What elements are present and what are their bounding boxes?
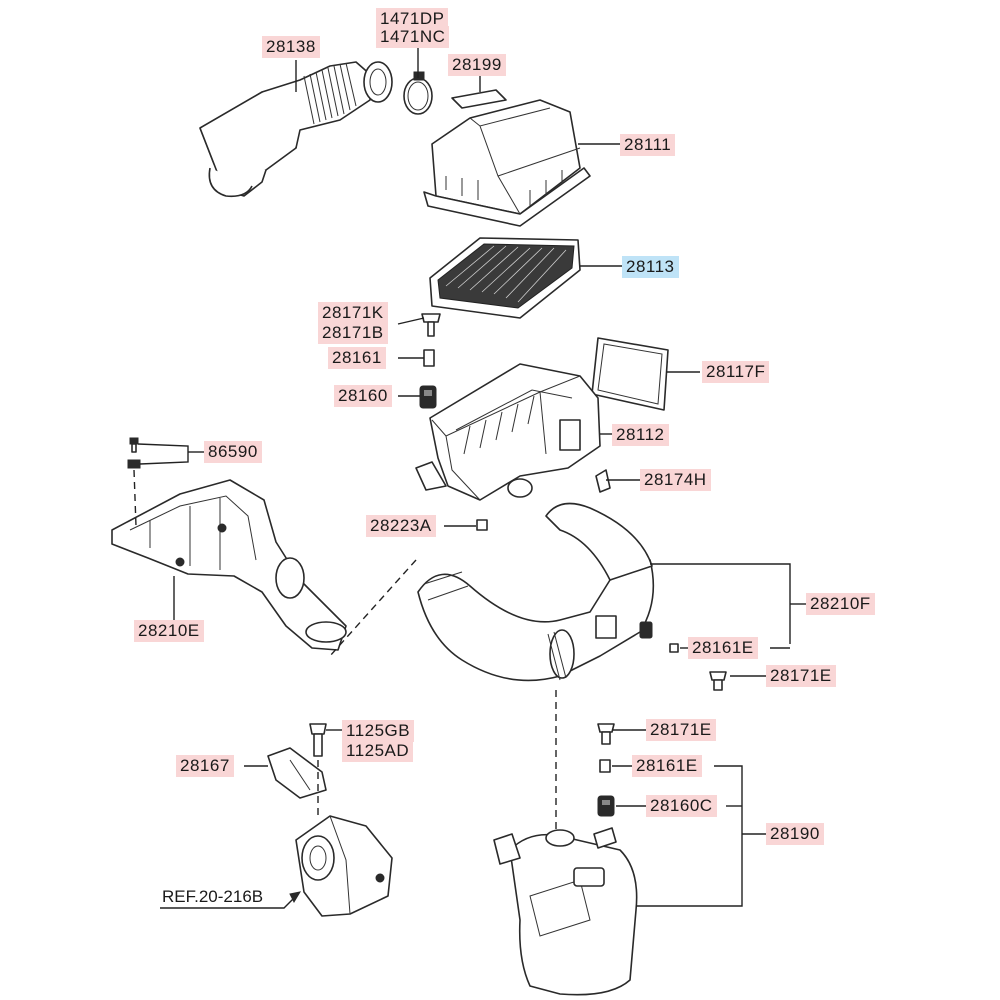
part-label-28138[interactable]: 28138	[262, 36, 320, 58]
reference-label[interactable]: REF.20-216B	[162, 887, 264, 906]
part-label-28113[interactable]: 28113	[622, 256, 679, 278]
part-label-28161E-lower[interactable]: 28161E	[632, 755, 702, 777]
part-label-28210E[interactable]: 28210E	[134, 620, 204, 642]
part-label-1125AD[interactable]: 1125AD	[342, 740, 414, 762]
intake-duct-28138[interactable]	[199, 61, 393, 198]
clip-28174H[interactable]	[595, 469, 611, 493]
hose-clamp-1471[interactable]	[403, 71, 433, 115]
part-label-28210F[interactable]: 28210F	[806, 593, 875, 615]
part-label-28111[interactable]: 28111	[620, 134, 676, 156]
bolt-28171E-hose[interactable]	[709, 671, 727, 691]
bolt-28171K[interactable]	[421, 313, 441, 337]
part-label-28223A[interactable]: 28223A	[366, 515, 436, 537]
collar-28161[interactable]	[423, 349, 435, 367]
air-cleaner-cover-28111[interactable]	[423, 99, 591, 227]
grommet-28160C[interactable]	[597, 795, 615, 817]
part-label-1125GB[interactable]: 1125GB	[342, 720, 415, 742]
gasket-28117F[interactable]	[591, 337, 669, 411]
part-label-28174H[interactable]: 28174H	[640, 469, 711, 491]
part-label-28160[interactable]: 28160	[334, 385, 392, 407]
part-label-28112[interactable]: 28112	[612, 424, 669, 446]
part-label-28171E-lower[interactable]: 28171E	[646, 719, 716, 741]
part-label-28171E-hose[interactable]: 28171E	[766, 665, 836, 687]
leader-lines	[133, 42, 806, 909]
part-label-1471NC[interactable]: 1471NC	[376, 26, 450, 48]
grommet-28161E-hose[interactable]	[639, 621, 679, 653]
air-guide-28210E[interactable]	[111, 479, 347, 651]
part-label-86590[interactable]: 86590	[204, 441, 262, 463]
resonator-28190[interactable]	[493, 827, 638, 996]
collar-28161E-lower[interactable]	[599, 759, 611, 773]
bolt-28171E-lower[interactable]	[597, 723, 615, 745]
bolt-86590[interactable]	[127, 437, 141, 469]
engine-mount-ref[interactable]	[295, 815, 393, 917]
part-label-28199[interactable]: 28199	[448, 54, 506, 76]
part-label-28117F[interactable]: 28117F	[702, 361, 770, 383]
part-label-28160C[interactable]: 28160C	[646, 795, 717, 817]
part-label-28167[interactable]: 28167	[176, 755, 234, 777]
part-label-1471DP[interactable]: 1471DP	[376, 8, 449, 30]
part-label-28190[interactable]: 28190	[766, 823, 824, 845]
part-label-28161E-hose[interactable]: 28161E	[688, 637, 758, 659]
grommet-28160[interactable]	[419, 385, 437, 409]
part-label-28171B[interactable]: 28171B	[318, 322, 388, 344]
part-label-28161[interactable]: 28161	[328, 347, 386, 369]
bracket-28167[interactable]	[267, 747, 327, 799]
air-cleaner-body-28112[interactable]	[415, 363, 601, 501]
nut-28223A[interactable]	[476, 519, 488, 531]
label-sticker-28199[interactable]	[451, 89, 507, 109]
bolt-1125[interactable]	[309, 723, 327, 757]
part-label-28171K[interactable]: 28171K	[318, 302, 388, 324]
air-filter-element-28113[interactable]	[429, 237, 581, 319]
intake-hose-28210F[interactable]	[417, 502, 655, 682]
